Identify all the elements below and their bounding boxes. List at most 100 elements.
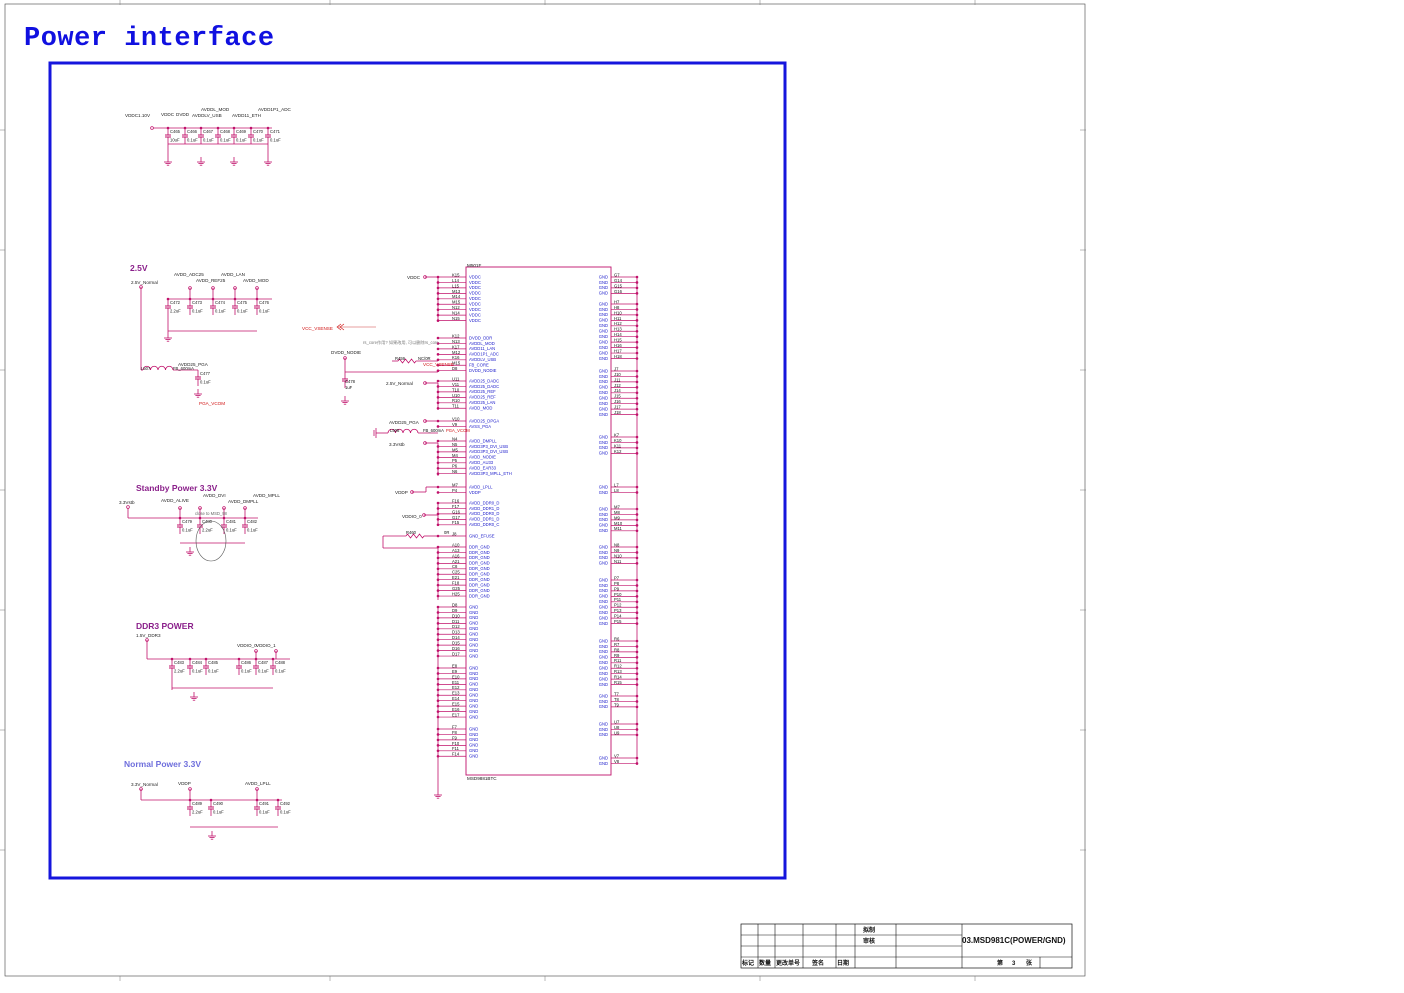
net-label-red: PGA_VCOM [199,401,225,406]
ic-pin-number: A21 [452,559,460,564]
title-block-field: 拟制 [863,926,875,934]
ic-pin-number: M12 [452,350,461,355]
capacitor-ref: C466 [187,129,198,134]
ic-pin-number: R7 [614,642,620,647]
net-label: AVDD_MOD [243,278,269,283]
ic-pin-number: E10 [452,674,460,679]
title-block-field: 审核 [863,937,875,945]
ic-pin-number: H7 [614,299,620,304]
capacitor-value: 0.1uF [280,810,291,815]
ic-pin-name: GND [599,401,608,406]
net-label-red: PGA_VCOM [446,428,470,433]
ic-pin-name: VDDC [469,302,481,307]
pin-junction [436,342,440,345]
ic-pin-name: GND [599,727,608,732]
pin-junction [436,336,440,340]
ic-pin-name: GND [599,350,608,355]
capacitor-ref: C479 [182,519,193,524]
capacitor-value: 0.1uF [192,309,203,314]
ic-pin-name: GND [469,687,478,692]
capacitor-value: 2.2uF [202,528,213,533]
net-label: AVDD11_ETH [232,113,261,118]
ic-pin-number: H12 [614,321,622,326]
capacitor-value: 0.1uF [192,669,203,674]
ic-pin-name: GND [599,544,608,549]
ic-pin-name: GND [469,626,478,631]
ic-pin-number: K7 [614,432,620,437]
ic-pin-name: DDR_GND [469,566,490,571]
ic-pin-number: H13 [614,327,622,332]
net-label: VDDIO_0 [402,514,422,519]
net-label: AVDD_ADC25 [174,272,204,277]
ic-pin-number: D9 [452,608,458,613]
capacitor-value: 0.1uF [208,669,219,674]
offpage-arrow-icon [336,323,345,331]
ic-pin-number: J18 [614,410,621,415]
capacitor-ref: C477 [200,371,211,376]
ic-pin-number: V8 [614,759,620,764]
ic-pin-name: AVDD3P3_DVI_USB [469,449,508,454]
ic-pin-number: R13 [614,669,622,674]
ic-pin-name: GND [599,339,608,344]
capacitor-value: 0.1uF [247,528,258,533]
ic-pin-number: J11 [614,377,621,382]
ic-pin-name: AVDD25_REF [469,389,496,394]
ic-pin-name: GND [599,638,608,643]
pin-junction [436,379,440,383]
ic-pin-number: E14 [452,696,460,701]
ic-pin-number: E8 [452,663,458,668]
ic-pin-number: C8 [452,564,458,569]
ic-pin-number: G7 [614,272,620,277]
ic-pin-name: GND [599,368,608,373]
net-label: DVDD_NODIE [331,350,361,355]
ic-pin-number: F16 [452,498,460,503]
ic-pin-number: D14 [452,635,460,640]
ic-pin-name: GND [599,610,608,615]
section-heading: 2.5V [130,263,148,273]
resistor-value: NC/0R [418,356,431,361]
ic-pin-name: GND [599,594,608,599]
ic-pin-name: DDR_GND [469,555,490,560]
ic-ref: M501F [467,263,481,268]
capacitor-ref: C484 [192,660,203,665]
ic-pin-number: E16 [452,707,460,712]
capacitor-ref: C474 [215,300,226,305]
capacitor-value: 2.2uF [170,309,181,314]
title-block-header: 更改单号 [776,959,800,967]
ic-pin-number: J16 [614,399,621,404]
ic-pin-number: A16 [452,553,460,558]
ic-pin-number: T7 [614,691,620,696]
capacitor-value: 0.1uF [220,138,231,143]
ic-pin-number: H18 [614,354,622,359]
ic-pin-name: VDDC [469,285,481,290]
ic-pin-number: K12 [614,449,622,454]
ic-pin-name: GND [469,665,478,670]
ic-pin-name: VDDC [469,312,481,317]
capacitor-ref: C485 [208,660,219,665]
ic-pin-number: N15 [452,316,460,321]
ic-pin-name: DDR_GND [469,561,490,566]
document-name: 03.MSD981C(POWER/GND) [962,936,1066,945]
ic-pin-number: P11 [614,597,622,602]
ic-pin-name: GND [599,615,608,620]
ic-pin-number: P9 [614,586,620,591]
ic-pin-number: N13 [452,339,460,344]
ic-pin-name: GND [599,285,608,290]
ic-pin-name: GND [469,648,478,653]
net-label: AVDD25_PGA [389,420,420,425]
ic-pin-name: DDR_GND [469,577,490,582]
inductor-value: FB_600mA [423,428,444,433]
title-block-header: 数量 [759,959,771,967]
ic-pin-name: GND [599,577,608,582]
ic-pin-number: L8 [614,488,619,493]
ic-pin-name: GND [599,583,608,588]
ic-pin-number: U7 [614,719,620,724]
net-label: AVDD_LPLL [245,781,271,786]
ic-pin-number: P15 [614,619,622,624]
ic-pin-name: GND [469,653,478,658]
ic-part-number: MSD9881BTC [467,776,497,781]
ic-pin-number: D8 [452,602,458,607]
ic-pin-name: GND [469,615,478,620]
ic-pin-name: GND [599,693,608,698]
ic-pin-name: AVDD_DDR1_D [469,506,499,511]
